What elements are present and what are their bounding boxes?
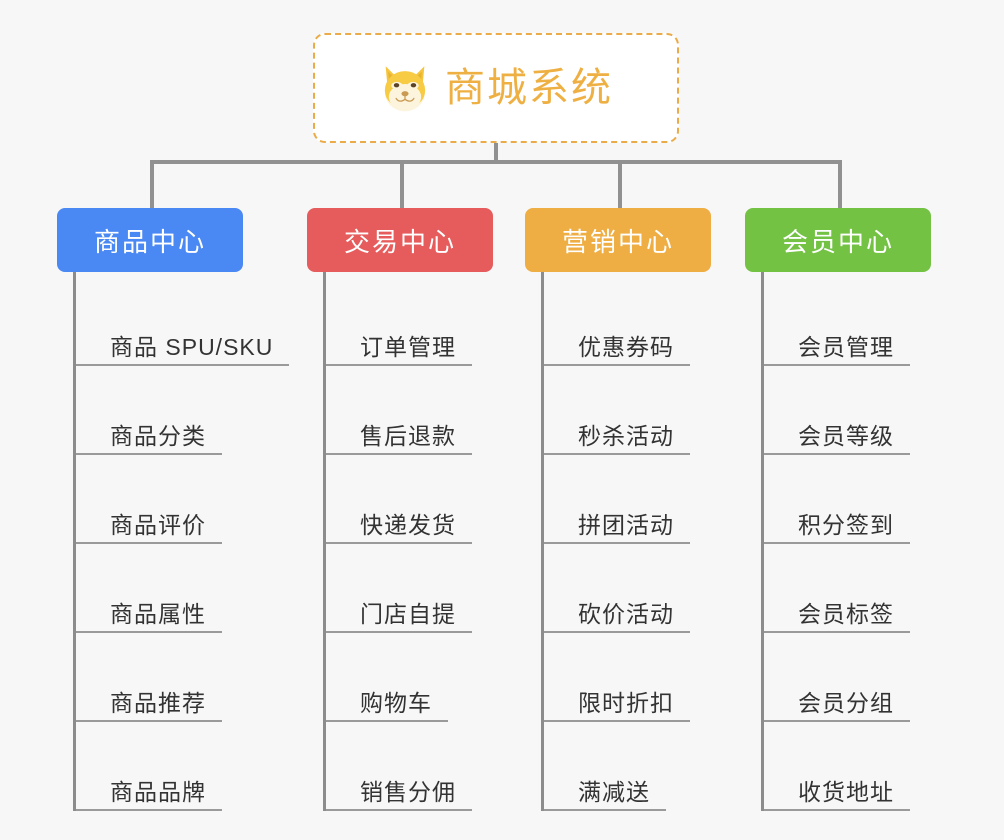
leaf-item[interactable]: 商品 SPU/SKU — [76, 277, 289, 366]
leaf-label: 订单管理 — [360, 334, 456, 360]
leaf-label: 拼团活动 — [578, 512, 674, 538]
leaf-label: 快递发货 — [360, 512, 456, 538]
leaf-label: 商品评价 — [110, 512, 206, 538]
category-header-label: 营销中心 — [561, 226, 674, 257]
leaf-label: 售后退款 — [360, 423, 456, 449]
category-header-1[interactable]: 商品中心 — [57, 208, 243, 272]
leaf-label: 门店自提 — [360, 601, 456, 627]
leaf-item[interactable]: 销售分佣 — [326, 722, 493, 811]
leaf-underline — [76, 364, 289, 366]
leaf-label: 购物车 — [360, 690, 432, 716]
leaf-underline — [544, 364, 690, 366]
leaf-underline — [326, 631, 472, 633]
leaf-underline — [544, 453, 690, 455]
leaf-underline — [544, 542, 690, 544]
leaf-underline — [544, 720, 690, 722]
leaf-label: 商品属性 — [110, 601, 206, 627]
leaf-label: 积分签到 — [798, 512, 894, 538]
leaf-item[interactable]: 会员分组 — [764, 633, 931, 722]
leaf-label: 商品推荐 — [110, 690, 206, 716]
category-header-label: 商品中心 — [93, 226, 206, 257]
leaf-list-1: 商品 SPU/SKU 商品分类 商品评价 商品属性 商品推荐 商品品牌 — [73, 272, 289, 811]
leaf-label: 商品 SPU/SKU — [110, 334, 274, 360]
connector-drop-4 — [838, 160, 842, 208]
leaf-item[interactable]: 商品品牌 — [76, 722, 273, 811]
connector-drop-2 — [400, 160, 404, 208]
leaf-item[interactable]: 订单管理 — [326, 277, 493, 366]
leaf-label: 商品分类 — [110, 423, 206, 449]
leaf-list-4: 会员管理 会员等级 积分签到 会员标签 会员分组 收货地址 — [761, 272, 931, 811]
category-header-label: 会员中心 — [781, 226, 894, 257]
leaf-label: 会员等级 — [798, 423, 894, 449]
root-title: 商城系统 — [445, 66, 613, 110]
leaf-underline — [326, 809, 472, 811]
branch-column-3: 营销中心 优惠券码 秒杀活动 拼团活动 砍价活动 限时折扣 — [525, 208, 711, 811]
leaf-underline — [326, 364, 472, 366]
category-header-4[interactable]: 会员中心 — [745, 208, 931, 272]
leaf-underline — [76, 809, 222, 811]
leaf-list-2: 订单管理 售后退款 快递发货 门店自提 购物车 销售分佣 — [323, 272, 493, 811]
leaf-label: 砍价活动 — [578, 601, 674, 627]
leaf-item[interactable]: 砍价活动 — [544, 544, 711, 633]
leaf-underline — [76, 720, 222, 722]
leaf-underline — [764, 364, 910, 366]
branch-column-2: 交易中心 订单管理 售后退款 快递发货 门店自提 购物车 — [307, 208, 493, 811]
leaf-item[interactable]: 秒杀活动 — [544, 366, 711, 455]
leaf-label: 会员分组 — [798, 690, 894, 716]
leaf-underline — [76, 453, 222, 455]
category-header-2[interactable]: 交易中心 — [307, 208, 493, 272]
leaf-label: 优惠券码 — [578, 334, 674, 360]
leaf-item[interactable]: 收货地址 — [764, 722, 931, 811]
leaf-item[interactable]: 商品推荐 — [76, 633, 273, 722]
leaf-underline — [544, 631, 690, 633]
root-node[interactable]: 商城系统 — [313, 33, 679, 143]
leaf-underline — [544, 809, 666, 811]
category-header-label: 交易中心 — [343, 226, 456, 257]
leaf-list-3: 优惠券码 秒杀活动 拼团活动 砍价活动 限时折扣 满减送 — [541, 272, 711, 811]
connector-horizontal-bar — [150, 160, 840, 164]
leaf-underline — [764, 542, 910, 544]
dog-face-icon — [384, 66, 426, 112]
leaf-item[interactable]: 快递发货 — [326, 455, 493, 544]
leaf-item[interactable]: 积分签到 — [764, 455, 931, 544]
leaf-item[interactable]: 商品属性 — [76, 544, 273, 633]
leaf-item[interactable]: 商品分类 — [76, 366, 273, 455]
leaf-item[interactable]: 会员标签 — [764, 544, 931, 633]
leaf-underline — [76, 542, 222, 544]
leaf-underline — [764, 720, 910, 722]
category-header-3[interactable]: 营销中心 — [525, 208, 711, 272]
leaf-item[interactable]: 商品评价 — [76, 455, 273, 544]
leaf-underline — [326, 720, 448, 722]
leaf-item[interactable]: 会员管理 — [764, 277, 931, 366]
leaf-underline — [326, 453, 472, 455]
leaf-item[interactable]: 优惠券码 — [544, 277, 711, 366]
leaf-label: 销售分佣 — [360, 779, 456, 805]
leaf-item[interactable]: 会员等级 — [764, 366, 931, 455]
leaf-label: 满减送 — [578, 779, 650, 805]
leaf-item[interactable]: 售后退款 — [326, 366, 493, 455]
leaf-label: 限时折扣 — [578, 690, 674, 716]
leaf-underline — [764, 631, 910, 633]
connector-root-stem — [494, 143, 498, 163]
leaf-underline — [76, 631, 222, 633]
leaf-label: 会员管理 — [798, 334, 894, 360]
leaf-label: 商品品牌 — [110, 779, 206, 805]
connector-drop-3 — [618, 160, 622, 208]
branch-column-1: 商品中心 商品 SPU/SKU 商品分类 商品评价 商品属性 商品推荐 — [57, 208, 289, 811]
leaf-label: 会员标签 — [798, 601, 894, 627]
leaf-underline — [764, 809, 910, 811]
leaf-label: 收货地址 — [798, 779, 894, 805]
branch-column-4: 会员中心 会员管理 会员等级 积分签到 会员标签 会员分组 — [745, 208, 931, 811]
leaf-item[interactable]: 购物车 — [326, 633, 493, 722]
leaf-underline — [764, 453, 910, 455]
leaf-label: 秒杀活动 — [578, 423, 674, 449]
leaf-underline — [326, 542, 472, 544]
leaf-item[interactable]: 门店自提 — [326, 544, 493, 633]
leaf-item[interactable]: 满减送 — [544, 722, 711, 811]
connector-drop-1 — [150, 160, 154, 208]
leaf-item[interactable]: 限时折扣 — [544, 633, 711, 722]
leaf-item[interactable]: 拼团活动 — [544, 455, 711, 544]
